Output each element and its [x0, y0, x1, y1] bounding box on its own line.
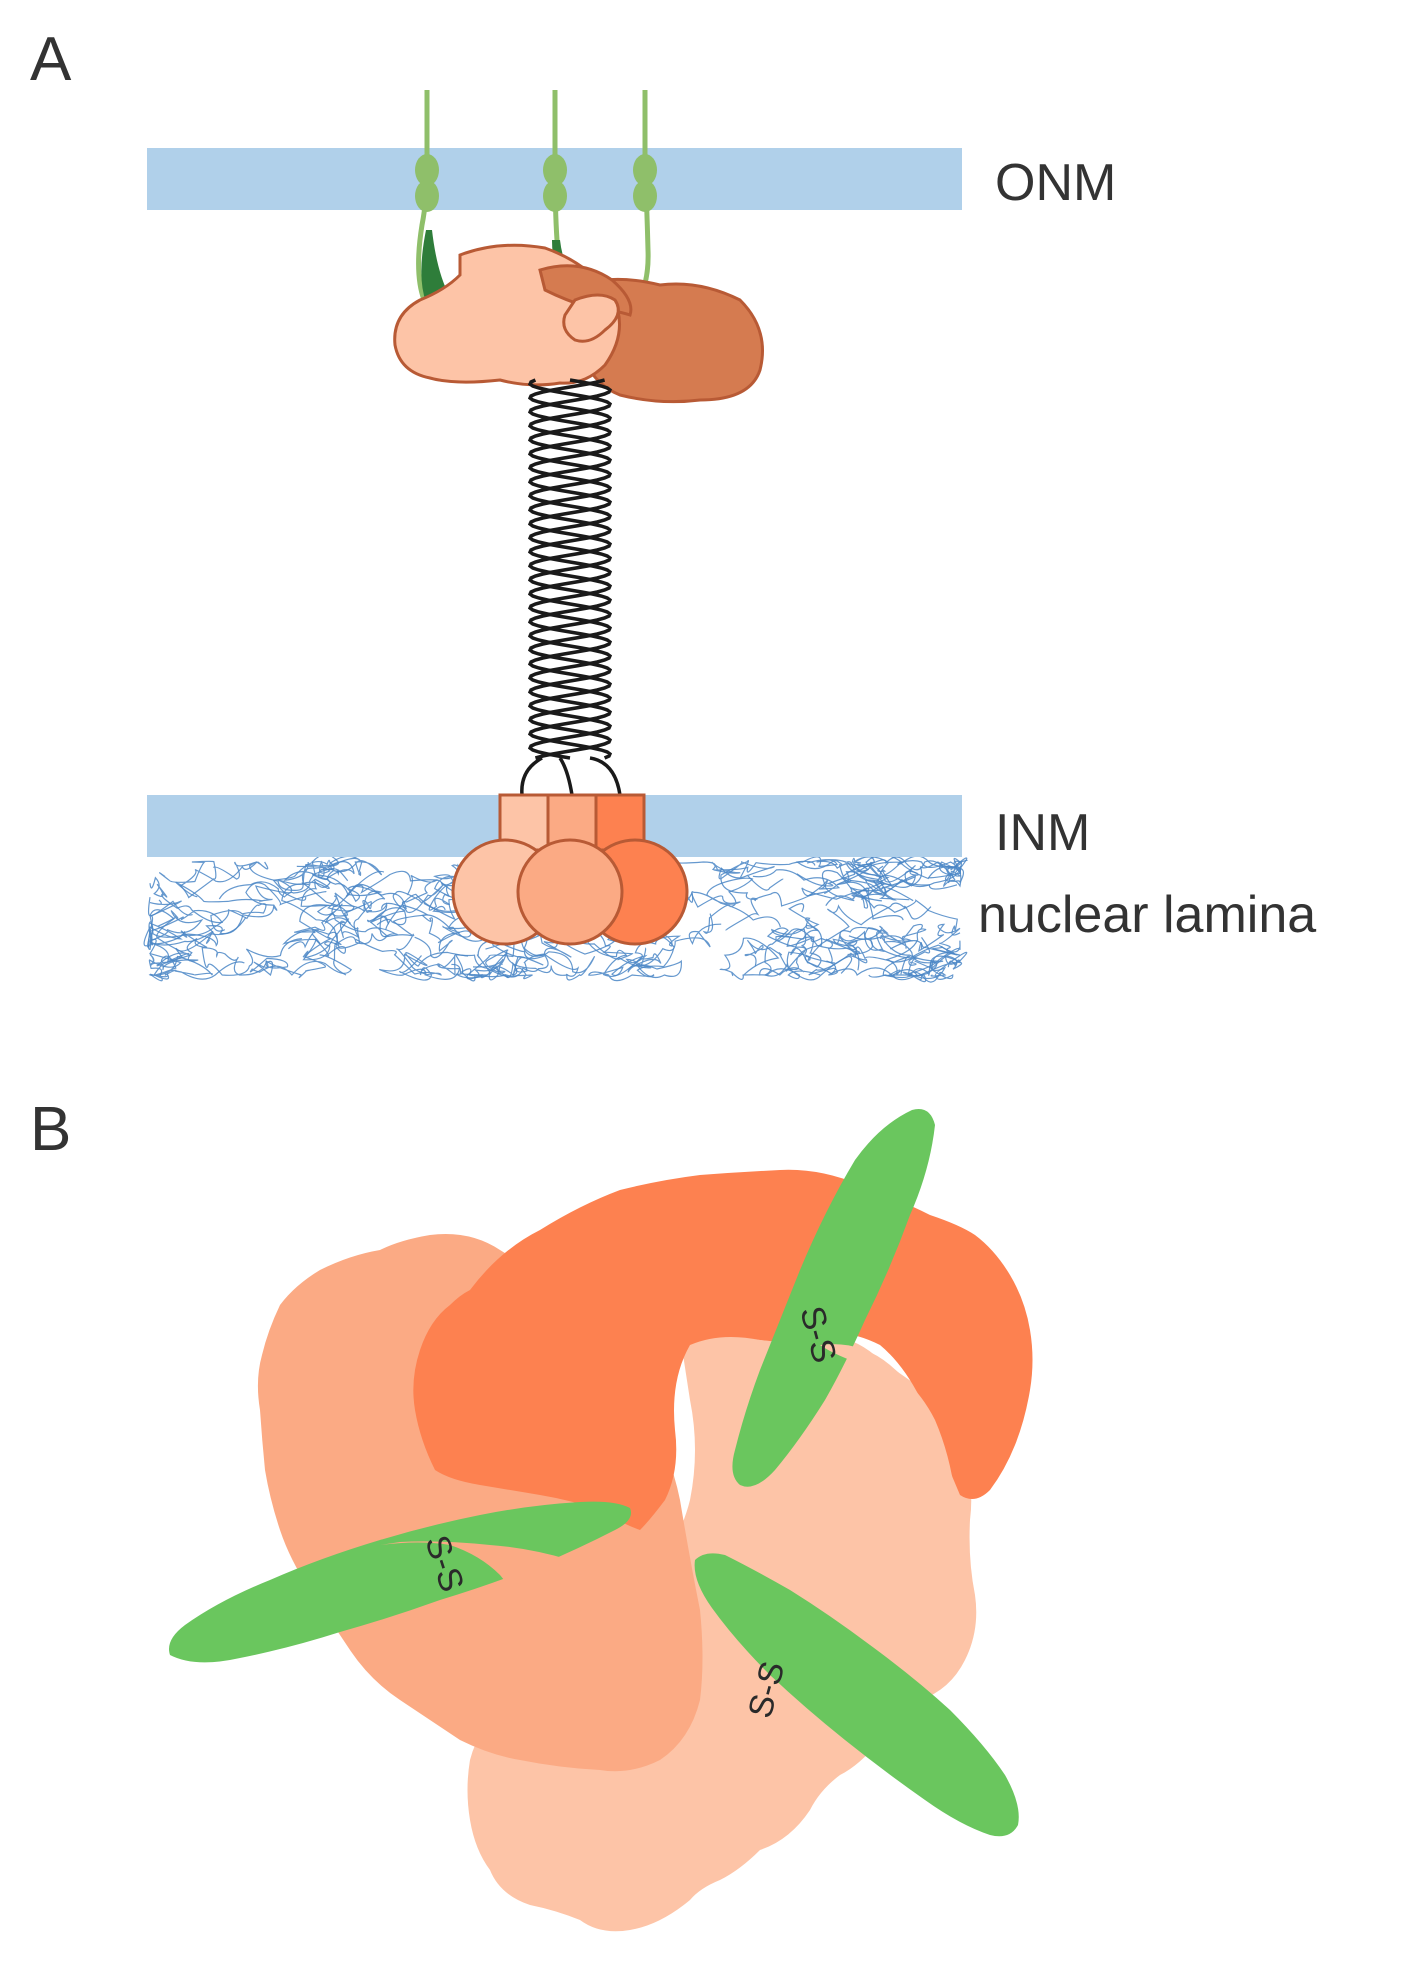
lamina-filament [752, 863, 919, 897]
lamina-filament [162, 903, 267, 968]
nuclear-lamina-mesh [143, 854, 968, 983]
lamina-filament [808, 938, 918, 981]
coil-strand-3 [527, 378, 613, 760]
panel-a-label: A [30, 25, 72, 94]
lamina-filament [249, 918, 353, 979]
lamina-filament [611, 923, 722, 977]
lamina-filament [294, 903, 347, 976]
lamina-filament [175, 868, 349, 903]
lamina-filament [851, 878, 961, 936]
lamina-filament [326, 855, 407, 910]
lamina-filament [143, 910, 214, 948]
sun-domain-front [562, 293, 620, 343]
lamina-filament [370, 874, 444, 926]
lamina-filament [691, 877, 781, 934]
lamina-filament [272, 859, 385, 907]
lamina-filament [159, 860, 269, 899]
lamina-filament [771, 924, 836, 972]
lamina-filament [576, 927, 682, 979]
onm-label: ONM [995, 154, 1116, 212]
lamina-filament [385, 893, 515, 980]
coil-strand-2 [527, 378, 613, 760]
kash-peptide-3 [694, 1553, 1019, 1837]
panel-a: A ONM INM nuclear lamina [30, 25, 1316, 983]
lamina-filament [754, 869, 882, 907]
sun-nucleoplasmic-domains [451, 838, 689, 946]
lamina-filament [378, 904, 469, 976]
nuclear-lamina-label: nuclear lamina [978, 886, 1316, 944]
lamina-filament [212, 861, 383, 917]
sun-subunit-mid-overlap [380, 1541, 670, 1661]
kash-peptide-1 [732, 1109, 935, 1487]
kash-peptides-top-view [169, 1109, 1019, 1837]
lamina-filament [283, 854, 355, 885]
stalk-to-membrane-links [520, 756, 622, 796]
lamina-filament [218, 881, 340, 961]
lamina-filament [786, 902, 932, 981]
lamina-filament [282, 892, 361, 957]
sun-subunit-light-overlap [820, 1344, 955, 1496]
lamina-filament [149, 876, 224, 933]
lamina-filament [355, 938, 461, 981]
lamina-filament [775, 903, 931, 963]
lamina-filament [790, 936, 861, 975]
sun-domain-head [393, 243, 764, 404]
kash-peptide-2 [169, 1501, 631, 1663]
lamina-filament [201, 938, 302, 977]
lamina-filament [557, 924, 675, 982]
lamina-filament [324, 900, 413, 938]
lamina-filament [914, 923, 961, 973]
inm-label: INM [995, 804, 1090, 862]
lamina-filament [816, 856, 962, 901]
coiled-coil-stalk [527, 378, 613, 760]
panel-b: B S-S S-S S-S [30, 1095, 1033, 1932]
nucleoplasmic-domain-mid [516, 838, 624, 946]
sun-subunit-light [467, 1333, 977, 1932]
lamina-filament [885, 923, 961, 977]
coil-strand-1 [527, 378, 613, 760]
panel-b-label: B [30, 1095, 71, 1164]
